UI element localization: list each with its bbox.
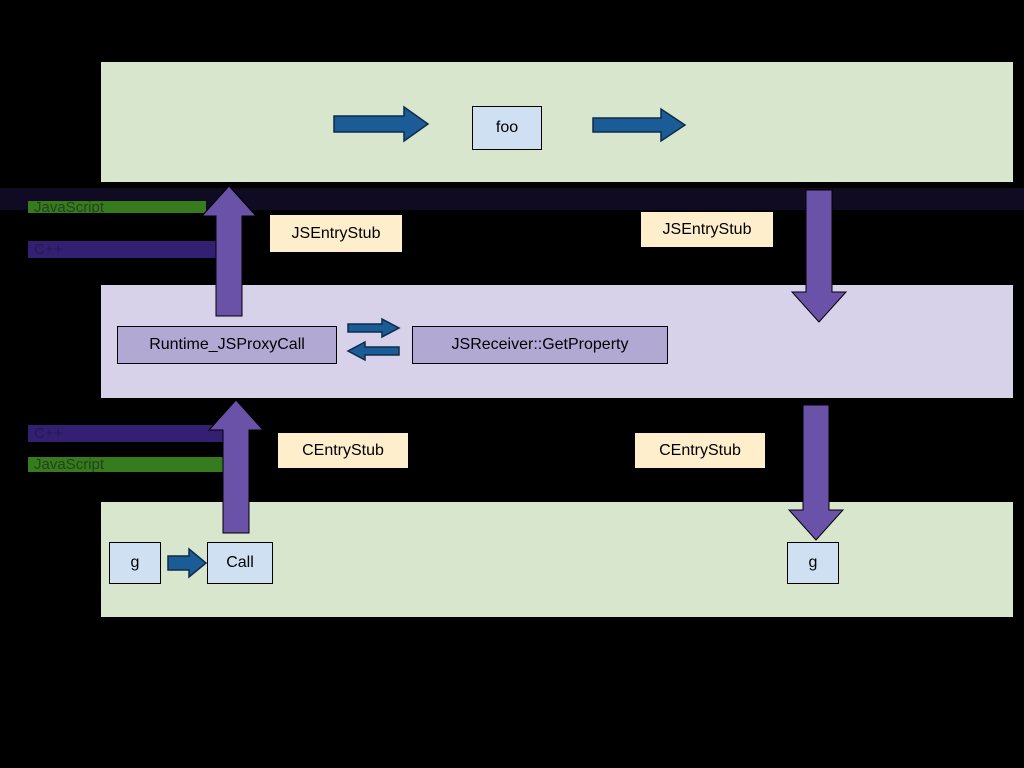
legend-bar-javascript-lower: JavaScript	[28, 457, 223, 472]
legend-bar-label: JavaScript	[34, 457, 105, 472]
stub-label-centrystub-right: CEntryStub	[635, 433, 765, 468]
node-g-right[interactable]: g	[787, 542, 839, 584]
purple-arrow-up-upper	[200, 185, 258, 317]
stub-text: CEntryStub	[302, 441, 384, 459]
blue-arrow-top-left	[333, 105, 430, 143]
purple-arrow-down-upper	[790, 189, 848, 323]
node-g-left[interactable]: g	[109, 542, 161, 584]
node-label: Call	[226, 554, 254, 571]
stub-text: JSEntryStub	[662, 220, 752, 238]
legend-bar-cpp-lower: C++	[28, 425, 223, 442]
stub-label-centrystub-left: CEntryStub	[278, 433, 408, 468]
node-label: Runtime_JSProxyCall	[149, 336, 305, 353]
legend-bar-cpp-upper: C++	[28, 241, 218, 258]
blue-arrow-mid-forward	[347, 317, 401, 339]
purple-arrow-down-lower	[787, 404, 845, 541]
stub-label-jsentrystub-left: JSEntryStub	[270, 215, 402, 252]
blue-arrow-top-right	[592, 107, 687, 143]
band-javascript-top	[101, 62, 1013, 182]
stub-label-jsentrystub-right: JSEntryStub	[641, 212, 773, 247]
stub-text: CEntryStub	[659, 441, 741, 459]
node-label: g	[808, 554, 818, 571]
blue-arrow-bottom	[167, 547, 208, 579]
node-jsreceiver-getproperty[interactable]: JSReceiver::GetProperty	[412, 326, 668, 364]
node-label: foo	[495, 119, 519, 136]
purple-arrow-up-lower	[207, 399, 265, 534]
blue-arrow-mid-back	[346, 340, 400, 362]
stub-text: JSEntryStub	[291, 224, 381, 242]
band-divider-navy	[0, 188, 1024, 210]
node-label: JSReceiver::GetProperty	[451, 336, 629, 353]
legend-bar-label: JavaScript	[34, 201, 105, 213]
legend-bar-javascript-upper: JavaScript	[28, 201, 206, 213]
legend-bar-label: C++	[34, 425, 63, 442]
legend-bar-label: C++	[34, 241, 63, 258]
node-label: g	[130, 554, 140, 571]
node-foo[interactable]: foo	[472, 106, 542, 150]
node-call[interactable]: Call	[207, 542, 273, 584]
node-runtime-jsproxycall[interactable]: Runtime_JSProxyCall	[117, 326, 337, 364]
